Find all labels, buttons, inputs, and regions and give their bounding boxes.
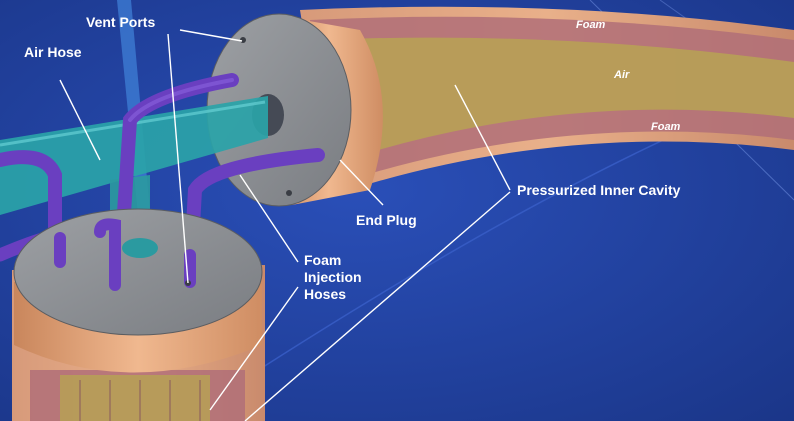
leader-lines — [59, 29, 511, 421]
pressurized-inner-cavity-label: Pressurized Inner Cavity — [517, 182, 681, 198]
end-plug-label: End Plug — [356, 212, 417, 228]
foam-inner-layer-label: Foam — [651, 121, 681, 133]
lower-end-plug-face — [13, 208, 263, 336]
leader-air-hose — [59, 79, 101, 161]
air-layer-label: Air — [614, 69, 630, 81]
leader-cavity-upper — [454, 84, 511, 191]
leader-vent-ports-upper — [179, 29, 243, 42]
curved-tube — [300, 6, 794, 196]
leader-vent-ports-lower — [167, 33, 189, 284]
lower-air-opening — [122, 238, 158, 258]
lower-plug-hoses — [54, 218, 196, 291]
foam-outer-layer-label: Foam — [576, 19, 606, 31]
vent-port-lower-face — [286, 190, 292, 196]
vent-ports-label: Vent Ports — [86, 14, 156, 30]
vent-port-upper — [240, 37, 246, 43]
lower-end-plug — [13, 208, 263, 373]
leader-foam-hoses-lower — [209, 286, 299, 411]
vertical-air-layer — [60, 375, 210, 421]
air-hose-label: Air Hose — [24, 44, 82, 60]
leader-end-plug — [339, 159, 384, 206]
foam-injection-hoses-label-line-2: Injection — [304, 269, 362, 285]
foam-injection-hoses-label-line-1: Foam — [304, 252, 342, 268]
foam-injection-hoses-label-line-3: Hoses — [304, 286, 347, 302]
air-layer — [315, 37, 794, 165]
leader-foam-hoses-upper — [239, 174, 299, 263]
foam-injection-hoses-label: Foam Injection Hoses — [304, 252, 362, 303]
leader-cavity-lower — [244, 191, 511, 421]
